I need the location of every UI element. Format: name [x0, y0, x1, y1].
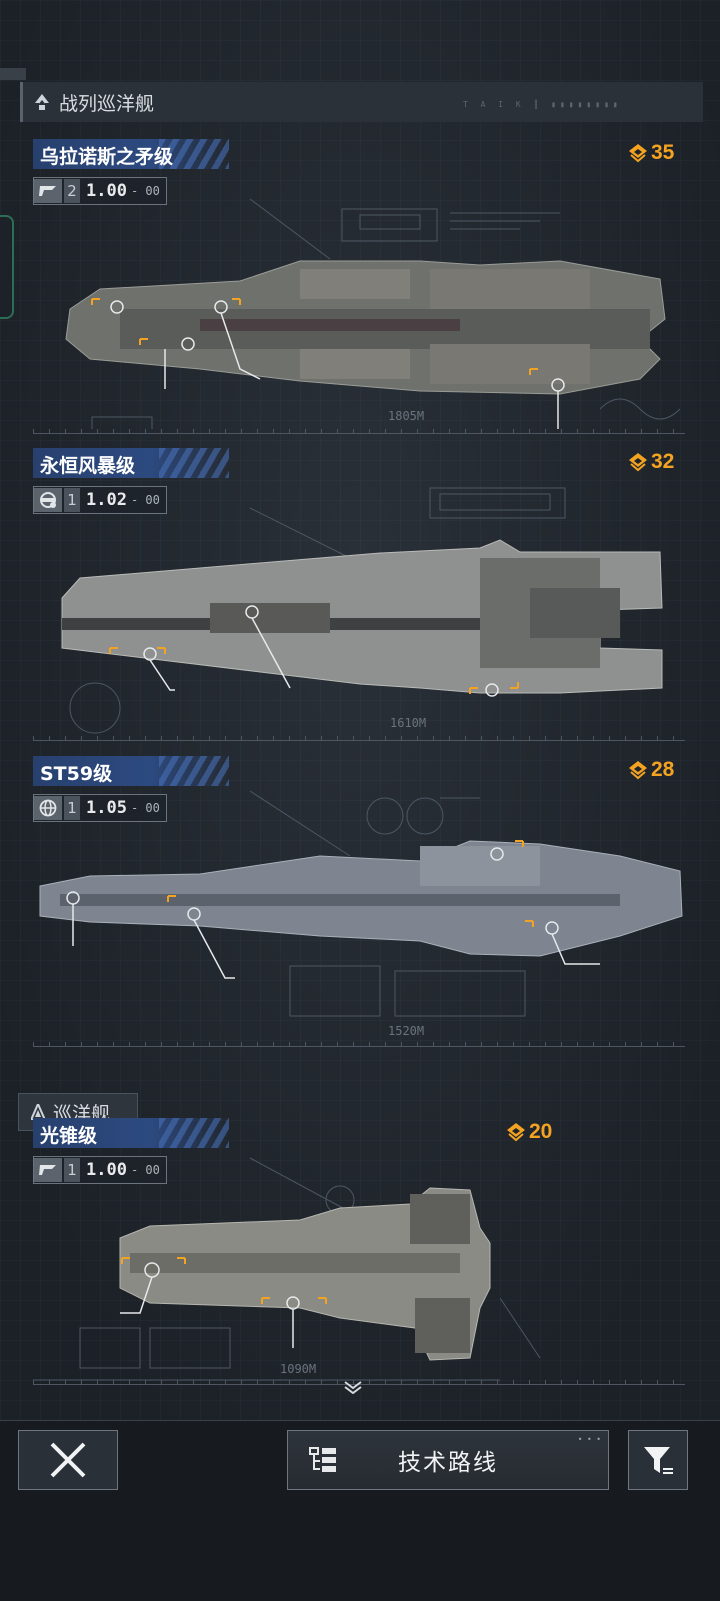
tech-tree-icon: [309, 1447, 336, 1472]
close-icon: [50, 1442, 86, 1478]
ship-name: 永恒风暴级: [40, 455, 136, 477]
ship-speed: 1.05: [86, 798, 127, 818]
ship-speed: 1.00: [86, 1160, 127, 1180]
cost-value: 28: [651, 758, 675, 781]
ship-name: 乌拉诺斯之矛级: [40, 146, 174, 168]
command-points-icon: [629, 761, 647, 780]
cruiser-class-icon: [31, 1104, 45, 1120]
ship-blueprint-image: [65, 198, 681, 429]
ship-cost: 28: [628, 758, 674, 782]
corner-decoration: [0, 68, 26, 80]
ship-stats: 1 1.02 - 00: [33, 486, 167, 514]
ship-tier: 2: [64, 179, 80, 203]
globe-icon: [34, 796, 62, 820]
flag-icon: [34, 1158, 62, 1182]
section-title: 战列巡洋舰: [59, 92, 155, 115]
ship-length: 1520M: [388, 1024, 425, 1038]
cost-value: 20: [529, 1120, 553, 1143]
battlecruiser-class-icon: [35, 94, 49, 110]
ship-stats: 1 1.05 - 00: [33, 794, 167, 822]
ship-name-bar: 光锥级: [33, 1118, 229, 1148]
gear-globe-icon: [34, 488, 62, 512]
ship-name-bar: ST59级: [33, 756, 229, 786]
filter-icon: [644, 1447, 673, 1474]
length-ruler: [33, 730, 685, 741]
length-ruler: [33, 423, 685, 434]
ship-name: ST59级: [40, 763, 113, 785]
ship-tier: 1: [64, 1158, 80, 1182]
ship-name: 光锥级: [40, 1125, 98, 1147]
ship-name-bar: 永恒风暴级: [33, 448, 229, 478]
ship-cost: 35: [628, 141, 674, 165]
ship-speed: 1.02: [86, 490, 127, 510]
ship-cost: 32: [628, 450, 674, 474]
ship-speed-suffix: - 00: [130, 1163, 160, 1177]
ship-card[interactable]: 永恒风暴级 1 1.02 - 00 32 1610M: [0, 448, 720, 748]
ship-blueprint-image: [39, 790, 683, 1017]
section-header-battlecruiser: 战列巡洋舰 T A I K ║ ▮▮▮▮▮▮▮▮: [20, 82, 703, 122]
command-points-icon: [629, 144, 647, 163]
cost-value: 35: [651, 141, 675, 164]
ship-speed: 1.00: [86, 181, 127, 201]
side-drawer-handle[interactable]: [0, 215, 14, 319]
close-button[interactable]: [18, 1430, 118, 1490]
ship-name-bar: 乌拉诺斯之矛级: [33, 139, 229, 169]
tech-route-label: 技术路线: [398, 1450, 498, 1476]
command-points-icon: [629, 453, 647, 472]
ship-speed-suffix: - 00: [130, 184, 160, 198]
section-ruler-text: T A I K ║ ▮▮▮▮▮▮▮▮: [463, 100, 622, 109]
button-dots-decoration: • • •: [577, 1435, 602, 1444]
ship-tier: 1: [64, 796, 80, 820]
flag-icon: [34, 179, 62, 203]
cost-value: 32: [651, 450, 675, 473]
ship-length: 1090M: [280, 1362, 317, 1376]
ship-blueprint-image: [61, 487, 663, 734]
ship-tier: 1: [64, 488, 80, 512]
ship-length: 1805M: [388, 409, 425, 423]
ship-cost: 20: [506, 1120, 552, 1144]
tech-route-button[interactable]: 技术路线 • • •: [287, 1430, 609, 1490]
ship-stats: 2 1.00 - 00: [33, 177, 167, 205]
ship-card[interactable]: ST59级 1 1.05 - 00 28 1520M: [0, 756, 720, 1056]
ship-length: 1610M: [390, 716, 427, 730]
length-ruler: [33, 1036, 685, 1047]
blueprint-background: [0, 0, 720, 1440]
filter-button[interactable]: [628, 1430, 688, 1490]
command-points-icon: [507, 1123, 525, 1142]
ship-card[interactable]: 光锥级 1 1.00 - 00 20 1090M: [0, 1118, 720, 1408]
ship-speed-suffix: - 00: [130, 801, 160, 815]
ship-stats: 1 1.00 - 00: [33, 1156, 167, 1184]
ship-speed-suffix: - 00: [130, 493, 160, 507]
ship-card[interactable]: 乌拉诺斯之矛级 2 1.00 - 00 35: [0, 139, 720, 439]
scroll-down-chevron-icon[interactable]: [342, 1380, 364, 1394]
ship-blueprint-image: [33, 1157, 541, 1381]
